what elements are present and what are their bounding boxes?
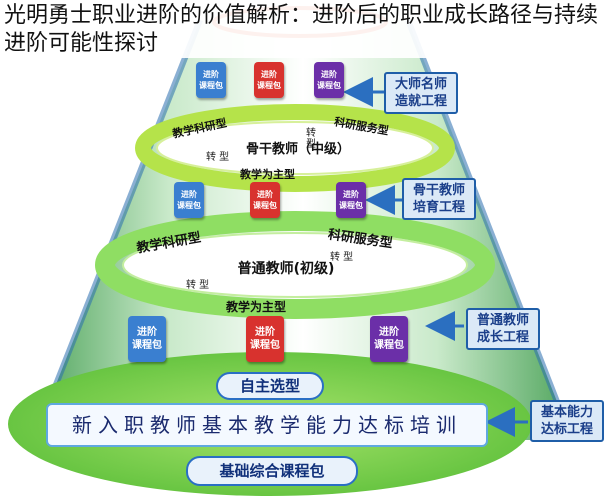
middle-package-purple: 进阶 课程包 (336, 182, 366, 218)
middle-ring-outer (135, 104, 455, 192)
lower-turn-left: 转 型 (186, 280, 210, 291)
middle-bottom-arc-label: 教学为主型 (240, 168, 295, 181)
label-backbone-project: 骨干教师 培育工程 (402, 178, 476, 220)
middle-package-red: 进阶 课程包 (250, 182, 280, 218)
middle-turn-right: 转 型 (306, 128, 316, 150)
lower-package-red: 进阶 课程包 (246, 316, 284, 362)
top-package-red: 进阶 课程包 (254, 62, 284, 98)
lower-bottom-arc-label: 教学为主型 (226, 300, 287, 314)
top-package-purple: 进阶 课程包 (314, 62, 344, 98)
top-package-blue: 进阶 课程包 (196, 62, 226, 98)
lower-ring-outer (95, 211, 495, 319)
middle-ring-inner (156, 121, 434, 175)
basic-training-band: 新入职教师基本教学能力达标培训 (46, 403, 488, 447)
middle-level-title: 骨干教师（中级） (245, 142, 350, 157)
basic-course-package: 基础综合课程包 (186, 456, 358, 486)
page-title: 光明勇士职业进阶的价值解析：进阶后的职业成长路径与持续进阶可能性探讨 (4, 2, 604, 58)
self-select-pill: 自主选型 (216, 372, 324, 400)
lower-turn-right: 转 型 (330, 252, 354, 263)
lower-ring-inner (122, 232, 468, 298)
label-master-project: 大师名师 造就工程 (384, 72, 458, 114)
lower-level-title: 普通教师(初级) (237, 261, 335, 277)
label-ordinary-project: 普通教师 成长工程 (466, 308, 540, 350)
middle-package-blue: 进阶 课程包 (174, 182, 204, 218)
lower-package-purple: 进阶 课程包 (370, 316, 408, 362)
lower-package-blue: 进阶 课程包 (128, 316, 166, 362)
label-basic-project: 基本能力 达标工程 (530, 400, 604, 442)
middle-turn-left: 转 型 (206, 152, 230, 163)
